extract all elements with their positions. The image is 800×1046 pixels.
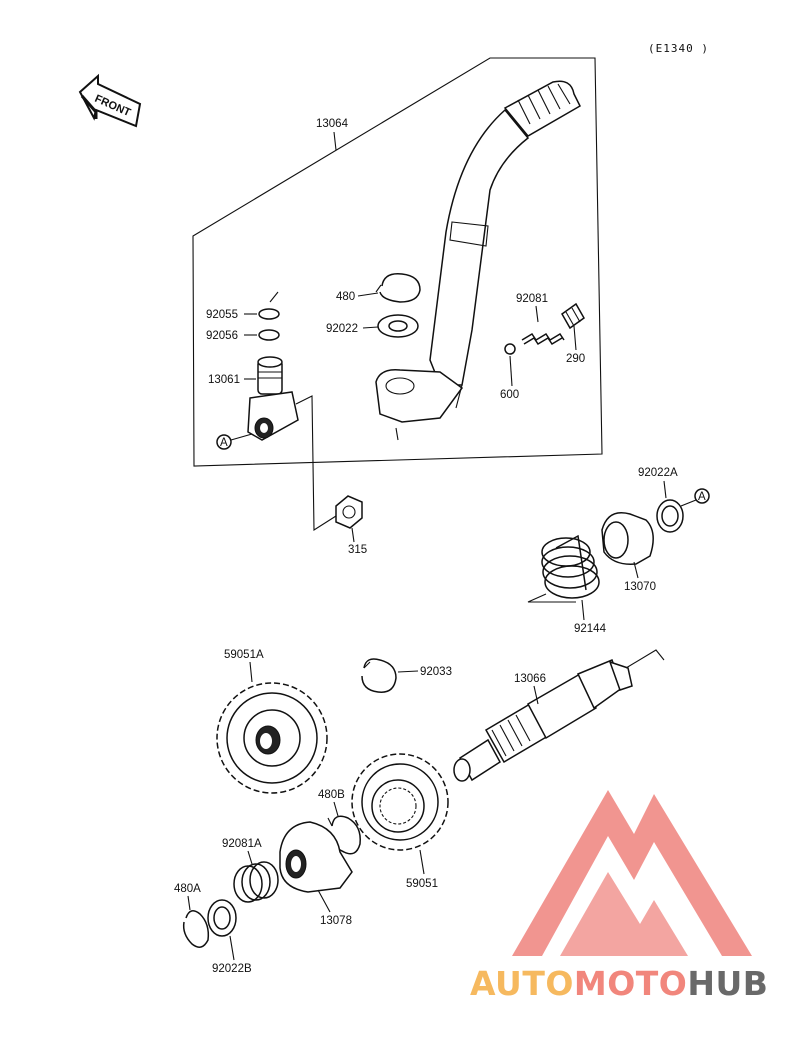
label-13066: 13066	[514, 673, 546, 685]
circlip-480	[375, 273, 421, 303]
shaft-lever-13061	[247, 356, 299, 441]
o-ring-92056	[258, 329, 280, 341]
gear-59051	[351, 753, 449, 851]
label-290: 290	[566, 353, 585, 365]
logo-triangle-icon	[512, 790, 752, 956]
logo-auto: AUTO	[470, 964, 574, 1003]
label-600: 600	[500, 389, 519, 401]
label-92055: 92055	[206, 309, 238, 321]
marker-a-right-label: A	[698, 491, 706, 503]
front-arrow-icon: FRONT	[78, 73, 142, 128]
o-ring-92055	[258, 308, 280, 320]
logo-hub: HUB	[687, 964, 768, 1003]
spring-92081	[521, 332, 565, 346]
label-92144: 92144	[574, 623, 607, 635]
label-92022b: 92022B	[212, 963, 252, 975]
logo-moto: MOTO	[574, 964, 687, 1003]
label-13078: 13078	[320, 915, 352, 927]
collar-13070	[601, 512, 654, 565]
automotohub-logo: AUTOMOTOHUB	[470, 790, 768, 1003]
kick-pedal-13064	[375, 80, 581, 441]
label-13064: 13064	[316, 118, 349, 130]
nut-315	[335, 495, 363, 529]
washer-92022	[377, 314, 419, 338]
label-480: 480	[336, 291, 355, 303]
reference-code: (E1340 )	[648, 42, 709, 55]
spring-92081a	[233, 861, 279, 903]
label-92022a: 92022A	[638, 467, 678, 479]
label-59051: 59051	[406, 878, 438, 890]
gear-59051a	[216, 682, 328, 794]
label-13070: 13070	[624, 581, 656, 593]
label-13061: 13061	[208, 374, 240, 386]
ball-600	[504, 343, 516, 355]
assembly-boundary	[192, 57, 603, 467]
label-480b: 480B	[318, 789, 345, 801]
label-92081a: 92081A	[222, 838, 262, 850]
label-92033: 92033	[420, 666, 452, 678]
label-92022: 92022	[326, 323, 358, 335]
label-480a: 480A	[174, 883, 201, 895]
marker-a-left-label: A	[220, 437, 228, 449]
ratchet-13078	[279, 821, 353, 893]
label-92056: 92056	[206, 330, 238, 342]
pin-290	[561, 302, 585, 330]
kick-shaft-13066	[453, 649, 665, 782]
circlip-92033	[361, 658, 397, 693]
label-59051a: 59051A	[224, 649, 264, 661]
washer-92022b	[207, 899, 237, 937]
marker-a-right	[694, 488, 710, 504]
label-92081: 92081	[516, 293, 548, 305]
kick-spring-92144	[527, 534, 600, 603]
marker-a-left	[216, 434, 232, 450]
washer-92022a	[656, 499, 684, 533]
label-315: 315	[348, 544, 367, 556]
svg-text:AUTOMOTOHUB: AUTOMOTOHUB	[470, 964, 768, 1003]
circlip-480a	[182, 910, 210, 948]
